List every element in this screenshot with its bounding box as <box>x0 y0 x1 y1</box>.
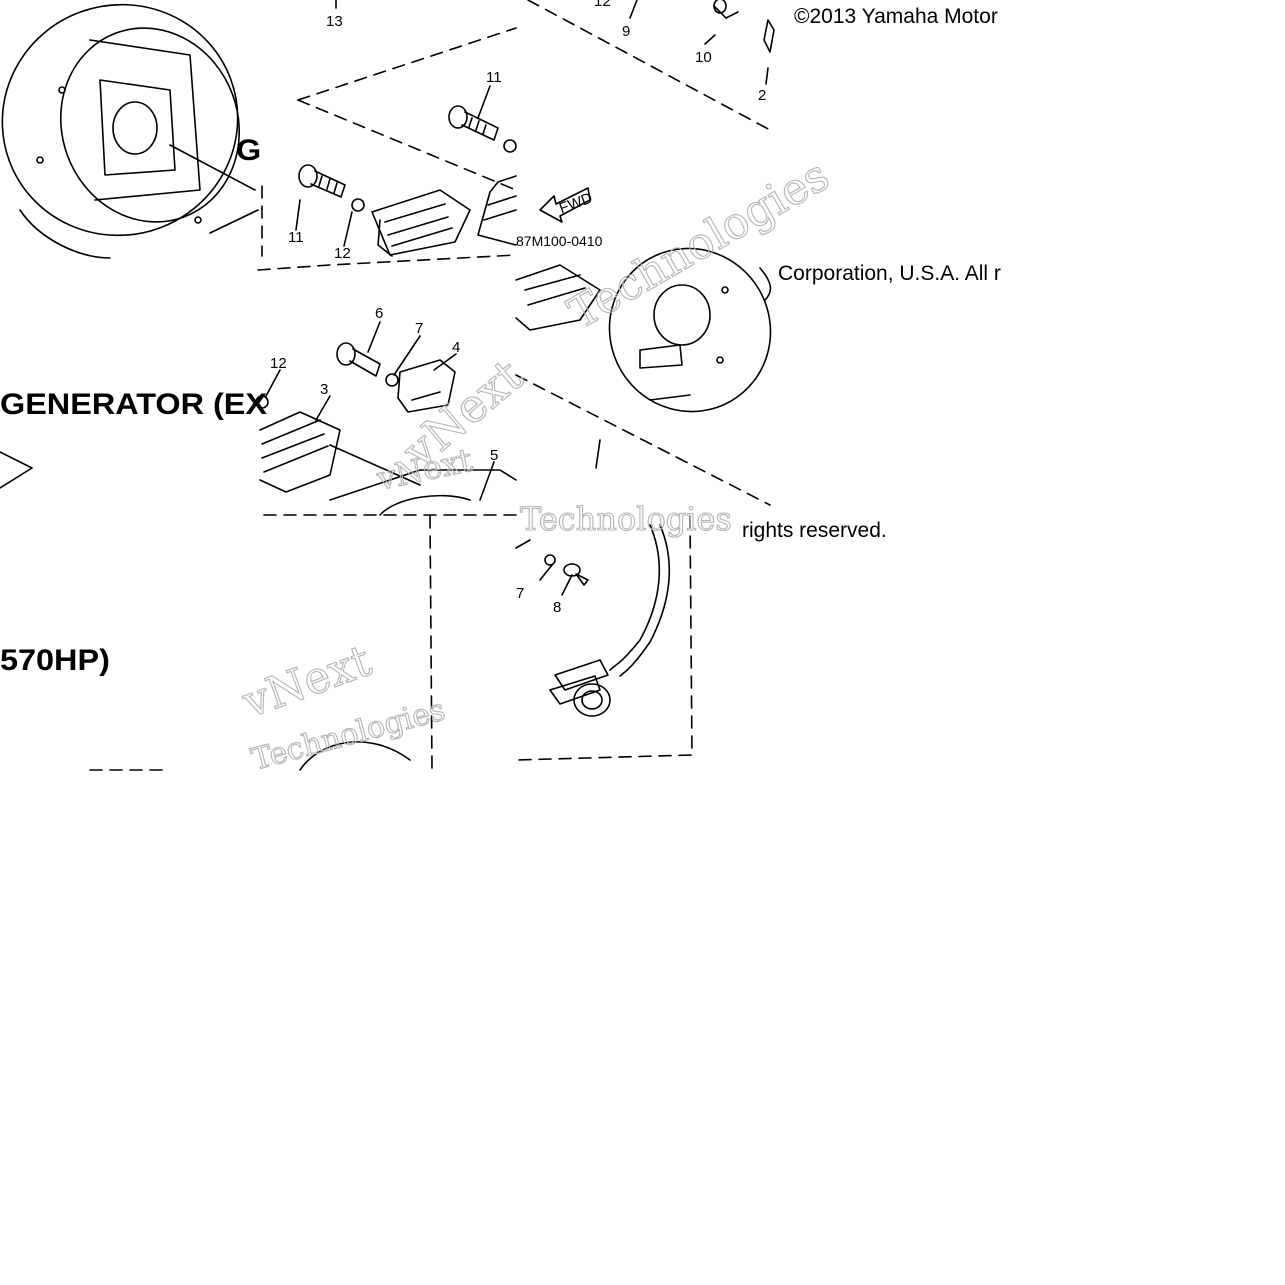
charge-coil-top <box>477 175 517 246</box>
fwd-label: FWD <box>557 190 595 218</box>
washer-12-top <box>503 139 517 153</box>
copyright-line-1: ©2013 Yamaha Motor <box>794 5 998 28</box>
washer-12-mid <box>351 198 365 212</box>
leader-lines <box>265 0 769 596</box>
watermark-technologies-1: Technologies <box>520 500 732 538</box>
callout-8: 8 <box>553 599 561 616</box>
title-fragment-g: G <box>236 134 262 167</box>
dashed-group-top <box>89 0 771 771</box>
title-fragment-hp: 570HP) <box>0 644 110 677</box>
callout-10: 10 <box>695 49 712 66</box>
connector-plugs <box>549 659 611 717</box>
stator-base-plate <box>515 247 772 469</box>
pulser-coil-top <box>371 189 471 257</box>
callout-5: 5 <box>490 447 498 464</box>
callout-12-left: 12 <box>270 355 287 372</box>
callout-12-top: 12 <box>594 0 611 10</box>
callout-3: 3 <box>320 381 328 398</box>
screw-8 <box>563 563 589 586</box>
copyright-line-2: Corporation, U.S.A. All r <box>778 262 1001 285</box>
bolt-6 <box>336 342 381 377</box>
bolt-11-top <box>448 105 499 141</box>
fwd-arrow-icon <box>539 187 591 223</box>
diagram-code: 87M100-0410 <box>516 233 603 249</box>
callout-9: 9 <box>622 23 630 40</box>
washer-7 <box>385 373 399 387</box>
callout-2: 2 <box>758 87 766 104</box>
washer-12-left <box>255 395 269 409</box>
flywheel-drawing <box>1 3 256 259</box>
flywheel-partial-lower <box>299 741 411 771</box>
leader-line-flywheel <box>209 209 259 234</box>
callout-6: 6 <box>375 305 383 322</box>
pulser-coil-4 <box>397 359 456 413</box>
callout-7: 7 <box>415 320 423 337</box>
lead-wire-harness <box>515 524 671 717</box>
callout-12-mid: 12 <box>334 245 351 262</box>
pin-10 <box>713 0 739 19</box>
title-fragment-generator: GENERATOR (EX <box>0 388 268 421</box>
charge-coil-3 <box>259 411 421 493</box>
bolt-11-left <box>298 164 346 198</box>
callout-7-lower: 7 <box>516 585 524 602</box>
copyright-line-3: rights reserved. <box>742 519 887 542</box>
callout-11-top: 11 <box>486 69 502 86</box>
stator-5 <box>329 469 517 516</box>
callout-4: 4 <box>452 339 460 356</box>
part-2 <box>763 19 775 53</box>
callout-13: 13 <box>326 13 343 30</box>
chevron-shape <box>0 451 33 489</box>
callout-11-left: 11 <box>288 229 304 246</box>
